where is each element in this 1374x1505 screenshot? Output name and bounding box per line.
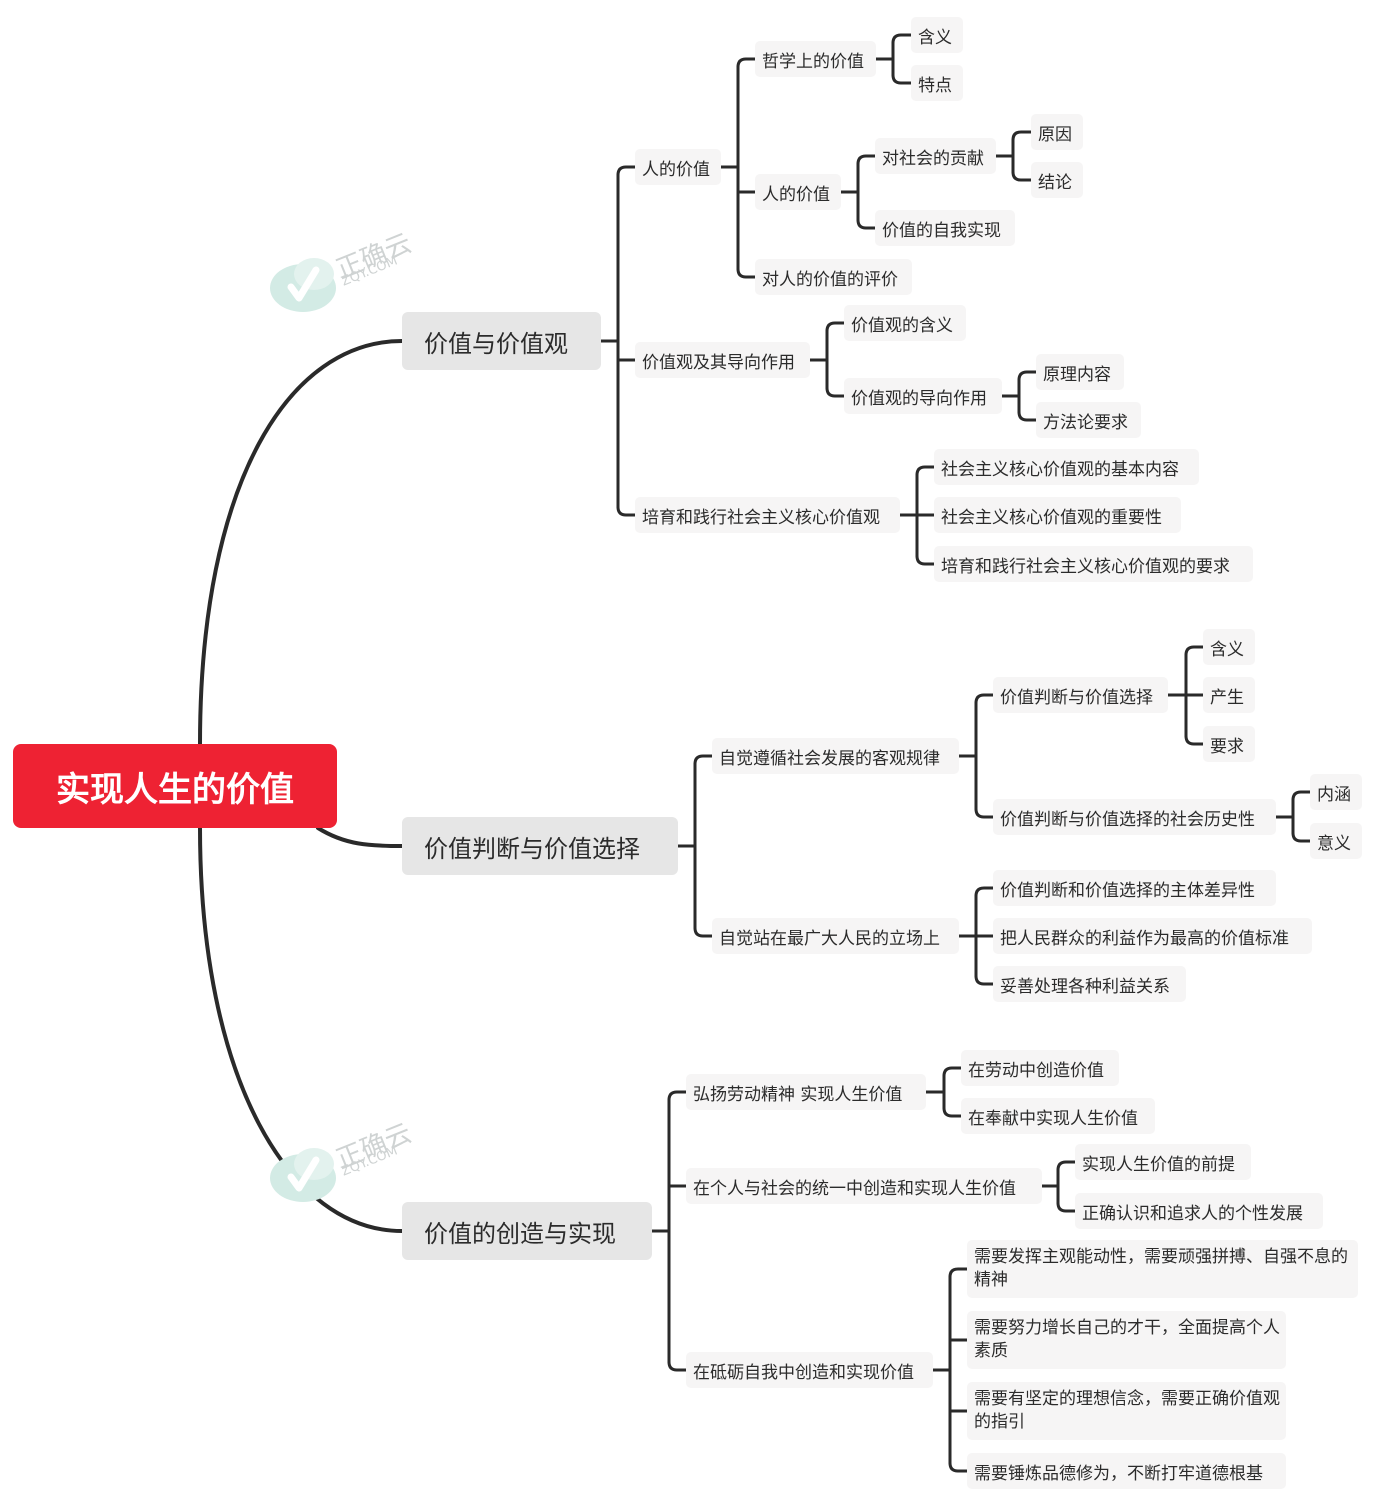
link-b0-0-child-0	[736, 57, 757, 69]
node-value-evaluation[interactable]: 对人的价值的评价	[755, 259, 912, 295]
cloud-check-icon	[270, 1148, 336, 1202]
link-b1-0-0-child-0	[1184, 645, 1205, 657]
node-handle-interests[interactable]: 妥善处理各种利益关系	[993, 966, 1186, 1002]
link-b0-0-0-child-0	[891, 33, 913, 45]
topic-value-creation[interactable]: 价值的创造与实现	[402, 1202, 652, 1260]
link-b2-0-child-1	[942, 1106, 963, 1118]
node-values-meaning[interactable]: 价值观的含义	[844, 305, 966, 341]
node-core-values-content[interactable]: 社会主义核心价值观的基本内容	[934, 449, 1199, 485]
link-b1-1-child-2	[974, 974, 995, 986]
link-b2-2-child-3	[948, 1461, 969, 1473]
node-jc-origin[interactable]: 产生	[1203, 677, 1255, 713]
topic-value-and-values[interactable]: 价值与价值观	[402, 312, 601, 370]
node-core-values-requirement[interactable]: 培育和践行社会主义核心价值观的要求	[934, 546, 1253, 582]
link-b2-2-child-0	[948, 1267, 969, 1279]
node-values-guiding-role[interactable]: 价值观的导向作用	[844, 378, 1002, 414]
node-improve-quality[interactable]: 需要努力增长自己的才干，全面提高个人素质	[967, 1311, 1286, 1369]
node-reason[interactable]: 原因	[1031, 114, 1083, 150]
link-b2-child-0	[667, 1090, 688, 1102]
node-follow-objective-laws[interactable]: 自觉遵循社会发展的客观规律	[712, 738, 959, 774]
watermark-bottom: 正确云 ZQY.COM	[266, 1118, 426, 1208]
topic-value-judgment[interactable]: 价值判断与价值选择	[402, 817, 678, 875]
link-b0-1-1-child-0	[1017, 370, 1038, 382]
node-connotation[interactable]: 内涵	[1310, 774, 1362, 810]
link-b1-0-1-child-0	[1291, 790, 1312, 802]
node-values-guidance[interactable]: 价值观及其导向作用	[635, 342, 810, 378]
node-jc-requirement[interactable]: 要求	[1203, 726, 1255, 762]
link-b0-1-child-1	[825, 386, 846, 398]
node-individuality[interactable]: 正确认识和追求人的个性发展	[1075, 1193, 1323, 1229]
link-root-branch-2	[316, 826, 404, 848]
node-moral-foundation[interactable]: 需要锤炼品德修为，不断打牢道德根基	[967, 1453, 1286, 1489]
cloud-check-icon	[270, 258, 336, 312]
node-conclusion[interactable]: 结论	[1031, 162, 1083, 198]
link-b2-1-child-1	[1056, 1201, 1077, 1213]
node-initiative-spirit[interactable]: 需要发挥主观能动性，需要顽强拼搏、自强不息的精神	[967, 1240, 1358, 1298]
node-self-tempering[interactable]: 在砥砺自我中创造和实现价值	[686, 1352, 933, 1388]
link-b0-1-1-child-1	[1017, 410, 1038, 422]
link-b1-0-0-child-2	[1184, 734, 1205, 746]
node-premise[interactable]: 实现人生价值的前提	[1075, 1144, 1251, 1180]
link-b2-0-child-0	[942, 1066, 963, 1078]
node-individual-society-unity[interactable]: 在个人与社会的统一中创造和实现人生价值	[686, 1168, 1042, 1204]
node-realize-in-dedication[interactable]: 在奉献中实现人生价值	[961, 1098, 1155, 1134]
link-b1-0-1-child-1	[1291, 831, 1312, 843]
link-b0-child-0	[616, 165, 637, 177]
node-core-socialist-values[interactable]: 培育和践行社会主义核心价值观	[635, 497, 900, 533]
node-labor-spirit[interactable]: 弘扬劳动精神 实现人生价值	[686, 1074, 926, 1110]
node-judgment-and-choice[interactable]: 价值判断与价值选择	[993, 677, 1168, 713]
link-b1-0-child-1	[974, 807, 995, 819]
link-b2-1-child-0	[1056, 1160, 1077, 1172]
link-b0-2-child-0	[915, 465, 936, 477]
link-b0-2-child-2	[915, 554, 936, 566]
node-core-values-importance[interactable]: 社会主义核心价值观的重要性	[934, 497, 1181, 533]
node-jc-meaning[interactable]: 含义	[1203, 629, 1255, 665]
link-b0-1-child-0	[825, 321, 846, 333]
link-b0-0-1-child-0	[856, 154, 877, 166]
link-root-branch-3	[198, 826, 404, 1233]
root-topic[interactable]: 实现人生的价值	[13, 744, 337, 828]
node-principle-content[interactable]: 原理内容	[1036, 354, 1124, 390]
node-human-value-2[interactable]: 人的价值	[755, 174, 841, 210]
node-create-in-labor[interactable]: 在劳动中创造价值	[961, 1050, 1119, 1086]
watermark-top: 正确云 ZQY.COM	[266, 228, 426, 318]
node-subject-difference[interactable]: 价值判断和价值选择的主体差异性	[993, 870, 1276, 906]
node-methodology[interactable]: 方法论要求	[1036, 402, 1141, 438]
link-root-branch-1	[198, 339, 404, 746]
node-people-stand[interactable]: 自觉站在最广大人民的立场上	[712, 918, 959, 954]
link-b0-0-child-2	[736, 267, 757, 279]
link-b1-0-child-0	[974, 693, 995, 705]
link-b1-child-1	[693, 926, 714, 938]
link-b0-child-2	[616, 505, 637, 517]
node-philosophical-value[interactable]: 哲学上的价值	[755, 41, 876, 77]
link-b0-0-1-child-1	[856, 218, 877, 230]
node-human-value[interactable]: 人的价值	[635, 149, 721, 185]
link-b0-0-1-0-child-0	[1011, 130, 1033, 142]
link-b1-1-child-0	[974, 886, 995, 898]
link-b1-child-0	[693, 754, 714, 766]
node-self-realization[interactable]: 价值的自我实现	[875, 210, 1015, 246]
node-people-interest-standard[interactable]: 把人民群众的利益作为最高的价值标准	[993, 918, 1312, 954]
link-b0-0-0-child-1	[891, 73, 913, 85]
link-b2-child-2	[667, 1360, 688, 1372]
link-b0-0-1-0-child-1	[1011, 170, 1033, 182]
node-feature[interactable]: 特点	[911, 65, 963, 101]
node-meaning[interactable]: 含义	[911, 17, 963, 53]
node-contribution-to-society[interactable]: 对社会的贡献	[875, 138, 996, 174]
node-social-historical[interactable]: 价值判断与价值选择的社会历史性	[993, 799, 1276, 835]
node-ideals-beliefs[interactable]: 需要有坚定的理想信念，需要正确价值观的指引	[967, 1382, 1286, 1440]
node-significance[interactable]: 意义	[1310, 823, 1362, 859]
